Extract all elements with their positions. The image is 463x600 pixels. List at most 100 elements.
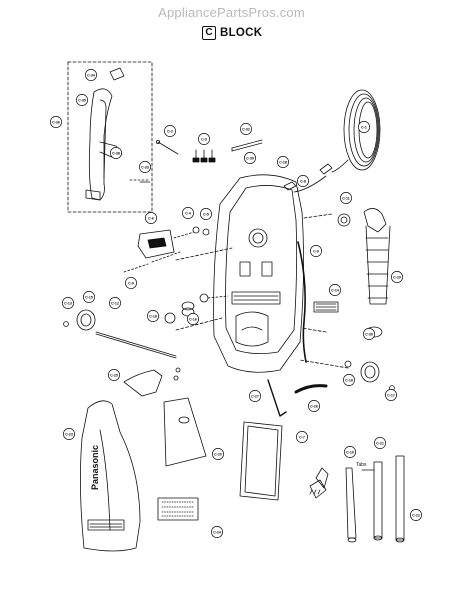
callout-circle — [344, 446, 356, 458]
callout-label: C-4 — [185, 211, 191, 215]
callout-c15: C-15 — [83, 291, 95, 303]
callout-c7: C-7 — [296, 431, 308, 443]
callout-circle — [110, 147, 122, 159]
callout-circle — [62, 297, 74, 309]
block-word: BLOCK — [220, 27, 263, 39]
callout-circle — [240, 123, 252, 135]
callout-label: C-20 — [214, 452, 222, 456]
main-body-housing — [213, 174, 304, 373]
callout-circle — [363, 328, 375, 340]
callout-label: C-15 — [85, 295, 93, 299]
callout-c9b: C-9 — [125, 277, 137, 289]
callout-circle — [391, 271, 403, 283]
callout-circle — [108, 369, 120, 381]
rod-c32 — [231, 139, 263, 149]
screw-c2 — [157, 141, 179, 155]
callout-label: C-3 — [201, 137, 207, 141]
power-cord — [293, 89, 381, 193]
callout-label: C-27 — [251, 394, 259, 398]
callout-circle — [358, 121, 370, 133]
callout-label: C-5 — [203, 212, 209, 216]
screws-c3 — [192, 149, 216, 163]
callout-c11: C-11 — [340, 192, 352, 204]
callout-circle — [385, 389, 397, 401]
callout-circle — [145, 212, 157, 224]
callout-label: C-25 — [110, 373, 118, 377]
callout-label: C-18 — [149, 314, 157, 318]
filter-pad — [157, 497, 199, 521]
callout-label: C-39 — [246, 156, 254, 160]
callout-circle — [343, 374, 355, 386]
callout-c36: C-36 — [50, 116, 62, 128]
callout-label: C-29 — [393, 275, 401, 279]
callout-c8: C-8 — [297, 175, 309, 187]
callout-label: C-12 — [111, 301, 119, 305]
callout-c17: C-17 — [385, 389, 397, 401]
callout-c1: C-1 — [358, 121, 370, 133]
bag-c26 — [163, 397, 207, 467]
callout-c33: C-33 — [139, 161, 151, 173]
tube-c8 — [297, 241, 307, 363]
axle-c15 — [95, 331, 177, 357]
callout-label: C-9 — [128, 281, 134, 285]
handle-body — [88, 88, 113, 201]
callout-label: C-6 — [148, 216, 154, 220]
callout-c12: C-12 — [109, 297, 121, 309]
callout-label: C-26 — [310, 404, 318, 408]
callout-c20: C-20 — [212, 448, 224, 460]
wand-c22 — [395, 455, 405, 543]
callout-c9a: C-9 — [310, 245, 322, 257]
callout-label: C-8 — [300, 179, 306, 183]
callout-circle — [125, 277, 137, 289]
callout-label: C-33 — [141, 165, 149, 169]
callout-c3: C-3 — [198, 133, 210, 145]
callout-circle — [340, 192, 352, 204]
callout-label: C-1 — [361, 125, 367, 129]
callout-c29: C-29 — [391, 271, 403, 283]
callout-circle — [212, 448, 224, 460]
callout-c27: C-27 — [249, 390, 261, 402]
callout-c2: C-2 — [164, 125, 176, 137]
callout-circle — [410, 509, 422, 521]
callout-c6: C-6 — [145, 212, 157, 224]
filter-c14 — [313, 301, 339, 313]
callout-c39: C-39 — [244, 152, 256, 164]
callout-circle — [329, 284, 341, 296]
callout-label: C-34 — [87, 73, 95, 77]
callout-circle — [164, 125, 176, 137]
callout-circle — [211, 526, 223, 538]
callout-circle — [296, 431, 308, 443]
handle-hook — [99, 141, 123, 159]
callout-label: C-22 — [412, 513, 420, 517]
switch-c28 — [283, 181, 297, 191]
callout-label: C-7 — [299, 435, 305, 439]
callout-circle — [85, 69, 97, 81]
callout-c14: C-14 — [329, 284, 341, 296]
site-watermark: AppliancePartsPros.com — [158, 5, 305, 20]
dusting-brush-c20 — [309, 467, 329, 499]
callout-label: C-14 — [331, 288, 339, 292]
callout-circle — [200, 208, 212, 220]
callout-c4: C-4 — [182, 207, 194, 219]
wand-c19 — [345, 467, 357, 543]
callout-label: C-17 — [387, 393, 395, 397]
callout-c16: C-16 — [187, 313, 199, 325]
front-cover-panel — [80, 400, 141, 552]
callout-circle — [147, 310, 159, 322]
callout-circle — [308, 400, 320, 412]
callout-label: C-36 — [52, 120, 60, 124]
cover-c6 — [137, 229, 175, 259]
callout-label: C-19 — [346, 450, 354, 454]
callout-c28: C-28 — [277, 156, 289, 168]
callout-label: C-11 — [342, 196, 350, 200]
callout-circle — [187, 313, 199, 325]
callout-c38: C-38 — [110, 147, 122, 159]
fitting-c11 — [337, 213, 351, 227]
callout-label: C-2 — [167, 129, 173, 133]
callout-circle — [310, 245, 322, 257]
callout-circle — [50, 116, 62, 128]
callout-c25: C-25 — [108, 369, 120, 381]
callout-circle — [109, 297, 121, 309]
callout-c24: C-24 — [211, 526, 223, 538]
callout-circle — [83, 291, 95, 303]
